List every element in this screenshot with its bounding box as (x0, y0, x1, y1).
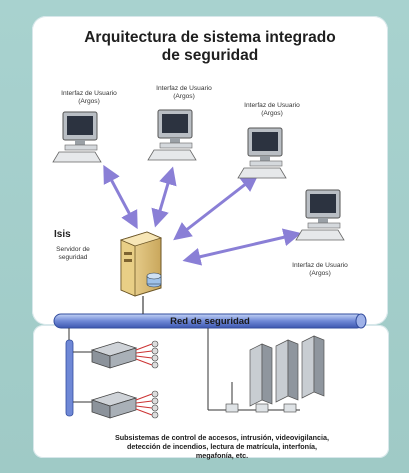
architecture-panel (32, 16, 388, 325)
computer-icon (147, 109, 197, 161)
ui-label-3-line1: Interfaz de Usuario (244, 102, 300, 109)
server-description: Servidor de seguridad (48, 246, 98, 262)
server-icon (119, 231, 163, 297)
computer-icon (52, 111, 102, 163)
subsystems-panel (33, 325, 389, 458)
server-desc-line2: seguridad (58, 254, 88, 261)
access-control-device (90, 340, 159, 369)
ui-label-2: Interfaz de Usuario (Argos) (148, 85, 220, 101)
network-bus (53, 313, 367, 329)
ui-label-1-line2: (Argos) (78, 98, 100, 105)
computer-icon (295, 189, 345, 241)
ui-label-3-line2: (Argos) (261, 110, 283, 117)
arrow-ui2-server (151, 166, 177, 228)
intrusion-control-device (90, 390, 159, 419)
arrow-ui3-server (173, 173, 259, 241)
ui-label-2-line2: (Argos) (173, 93, 195, 100)
subsystems-caption: Subsistemas de control de accesos, intru… (72, 433, 372, 460)
computer-icon (237, 127, 287, 179)
connection-arrows (103, 164, 302, 266)
ui-label-2-line1: Interfaz de Usuario (156, 85, 212, 92)
ui-label-4-line1: Interfaz de Usuario (292, 262, 348, 269)
ui-label-3: Interfaz de Usuario (Argos) (236, 102, 308, 118)
ui-label-1-line1: Interfaz de Usuario (61, 90, 117, 97)
ui-label-4: Interfaz de Usuario (Argos) (284, 262, 356, 278)
subsystems-line1: Subsistemas de control de accesos, intru… (114, 433, 330, 442)
rack-cabinets (225, 335, 325, 413)
arrow-ui4-server (182, 228, 302, 266)
server-desc-line1: Servidor de (56, 246, 90, 253)
network-label: Red de seguridad (170, 316, 250, 327)
arrow-ui1-server (103, 164, 138, 230)
ui-label-1: Interfaz de Usuario (Argos) (53, 90, 125, 106)
server-name: Isis (54, 229, 71, 240)
subsystems-line2: detección de incendios, lectura de matrí… (126, 442, 318, 451)
diagram-title-line2: de seguridad (161, 47, 259, 64)
subsystems-line3: megafonía, etc. (195, 451, 249, 460)
ui-label-4-line2: (Argos) (309, 270, 331, 277)
diagram-title-line1: Arquitectura de sistema integrado (84, 29, 336, 46)
